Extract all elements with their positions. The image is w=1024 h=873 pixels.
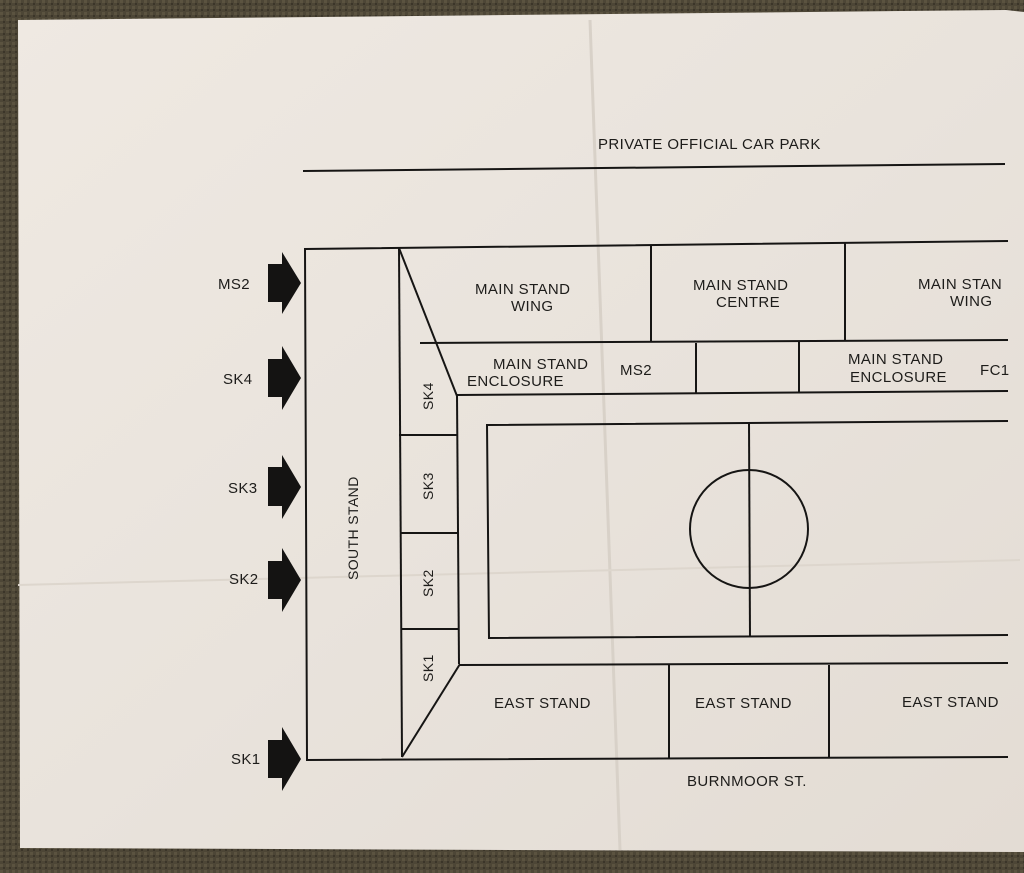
east-stand-right-label: EAST STAND [902, 694, 999, 711]
sk-column-right [456, 395, 460, 665]
entrance-ms2: MS2 [218, 252, 301, 314]
centre-circle [689, 469, 809, 589]
car-park-label: PRIVATE OFFICIAL CAR PARK [598, 136, 821, 153]
fold-crease [588, 19, 622, 851]
entrance-sk2: SK2 [229, 548, 301, 612]
sk3-box-label: SK3 [420, 472, 436, 500]
ground-outline [303, 240, 1009, 762]
enclosure-right-line2: ENCLOSURE [850, 369, 947, 386]
east-stand-left-label: EAST STAND [494, 695, 591, 712]
sk4-box-label: SK4 [420, 382, 436, 410]
main-stand-wing-left-line2: WING [511, 298, 553, 315]
halfway-line [748, 422, 751, 638]
entrance-sk4: SK4 [223, 346, 301, 410]
arrow-right-icon [268, 346, 301, 410]
main-stand-bottom [419, 339, 1009, 344]
car-park-line [302, 163, 1006, 172]
arrow-right-icon [268, 455, 301, 519]
pitch-outline [485, 420, 1009, 640]
sk2-box-label: SK2 [420, 569, 436, 597]
east-stand-top [458, 662, 1009, 666]
entrance-sk3-label: SK3 [228, 480, 258, 497]
main-stand-wing-right-line2: WING [950, 293, 992, 310]
main-stand-wing-right-line1: MAIN STAN [918, 276, 1002, 293]
enclosure-bottom [456, 390, 1009, 396]
main-stand-centre-line1: MAIN STAND [693, 277, 788, 294]
south-stand-label: SOUTH STAND [345, 476, 361, 580]
enclosure-left-line1: MAIN STAND [493, 356, 588, 373]
street-label: BURNMOOR ST. [687, 773, 807, 790]
main-stand-centre-line2: CENTRE [716, 294, 780, 311]
sk1-box-label: SK1 [420, 654, 436, 682]
enclosure-left-code: MS2 [620, 362, 652, 379]
sk-diagonal-bottom [401, 663, 461, 758]
east-stand-centre-label: EAST STAND [695, 695, 792, 712]
sk-diagonal-top [398, 247, 458, 397]
enclosure-left-line2: ENCLOSURE [467, 373, 564, 390]
entrance-sk4-label: SK4 [223, 371, 253, 388]
south-stand-inner-wall [398, 247, 403, 758]
entrance-ms2-label: MS2 [218, 276, 250, 293]
arrow-right-icon [268, 548, 301, 612]
entrance-sk2-label: SK2 [229, 571, 259, 588]
ticket-paper [18, 10, 1024, 852]
enclosure-right-code: FC1 [980, 362, 1010, 379]
fold-crease [17, 559, 1021, 586]
entrance-sk1: SK1 [231, 727, 301, 791]
entrance-sk1-label: SK1 [231, 751, 261, 768]
enclosure-right-line1: MAIN STAND [848, 351, 943, 368]
entrance-sk3: SK3 [228, 455, 301, 519]
main-stand-wing-left-line1: MAIN STAND [475, 281, 570, 298]
arrow-right-icon [268, 727, 301, 791]
arrow-right-icon [268, 252, 301, 314]
